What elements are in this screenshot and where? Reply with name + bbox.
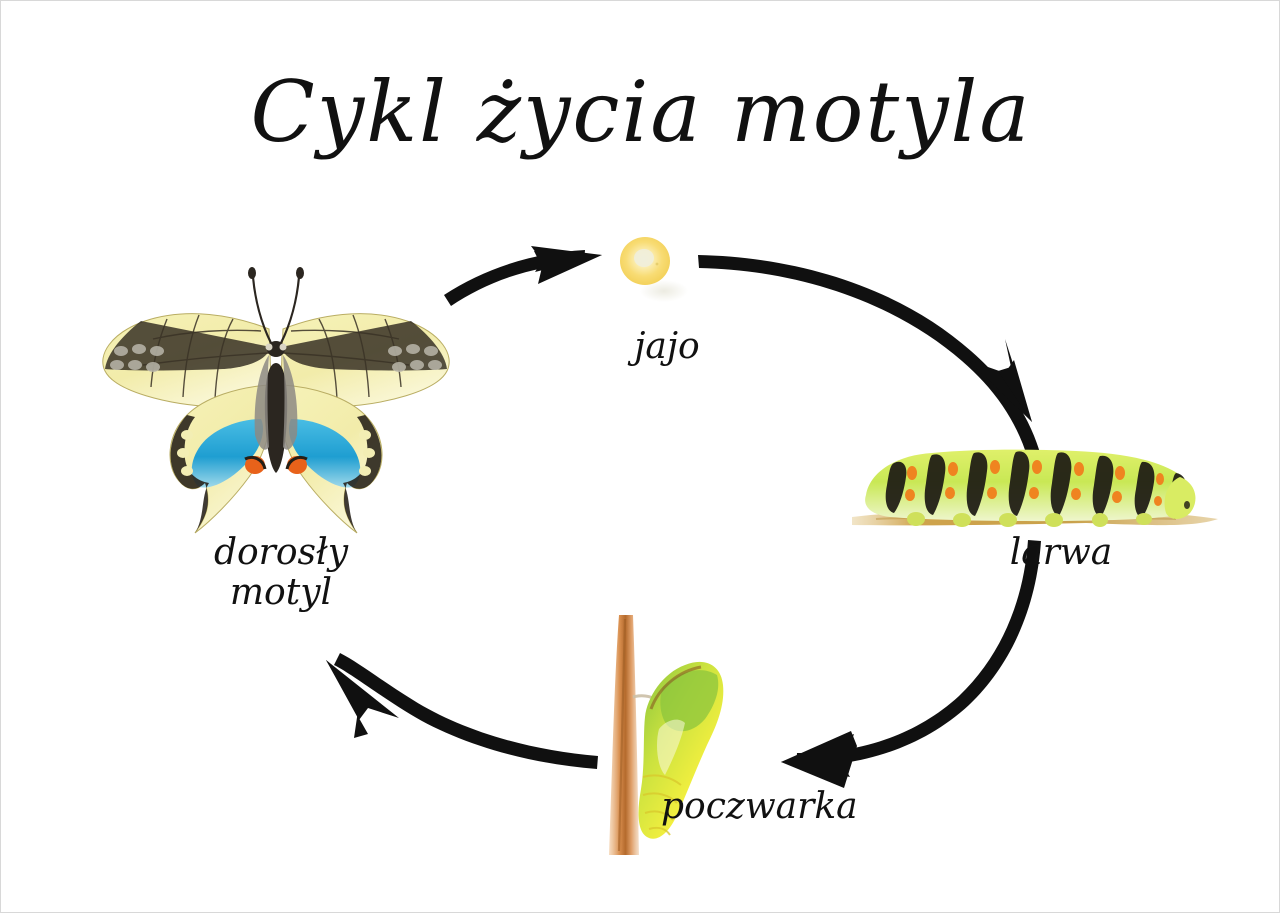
arrow-egg-to-larva xyxy=(698,255,1041,459)
butterfly-forewing-spots-right xyxy=(388,344,442,372)
butterfly-blue-patch-right xyxy=(289,419,361,488)
arrow-pupa-to-adult xyxy=(326,653,598,769)
butterfly-left-side xyxy=(102,313,274,534)
chrysalis-twig xyxy=(609,615,639,855)
caterpillar-prolegs xyxy=(907,512,1152,527)
butterfly-lunules-right xyxy=(359,430,375,476)
butterfly-eye-left xyxy=(265,343,273,351)
arrow-adult-to-egg xyxy=(444,246,602,306)
stage-label-larva: larwa xyxy=(1009,532,1113,573)
butterfly-forewing-spots-left xyxy=(110,344,164,372)
caterpillar-eye xyxy=(1184,501,1190,509)
chrysalis-highlight xyxy=(657,719,685,775)
butterfly-right-side xyxy=(278,313,450,534)
page-title: Cykl życia motyla xyxy=(250,63,1032,161)
stage-label-adult: dorosły motyl xyxy=(213,532,349,614)
egg-shadow xyxy=(640,280,688,302)
chrysalis-segments xyxy=(642,774,682,836)
stage-label-egg: jajo xyxy=(634,326,700,367)
illustration-chrysalis xyxy=(609,615,724,855)
butterfly-lunules-left xyxy=(177,430,193,476)
antenna-club-right xyxy=(296,267,304,279)
chrysalis-wingcase xyxy=(660,670,719,732)
caterpillar-dots xyxy=(905,460,1164,506)
illustration-egg xyxy=(620,237,688,302)
illustration-butterfly xyxy=(102,267,450,534)
egg-highlight xyxy=(634,249,654,267)
stage-label-pupa: poczwarka xyxy=(661,786,858,827)
arrow-larva-to-pupa xyxy=(781,540,1041,788)
chrysalis-ridge xyxy=(649,665,702,710)
butterfly-blue-patch-left xyxy=(191,419,263,488)
antenna-club-left xyxy=(248,267,256,279)
butterfly-thorax-fur-right xyxy=(283,355,298,450)
egg-speck xyxy=(655,262,659,266)
butterfly-antennae xyxy=(251,276,301,344)
butterfly-thorax-fur-left xyxy=(254,355,269,450)
butterfly-abdomen xyxy=(264,363,288,473)
butterfly-eye-right xyxy=(279,343,287,351)
illustration-caterpillar xyxy=(852,449,1218,527)
